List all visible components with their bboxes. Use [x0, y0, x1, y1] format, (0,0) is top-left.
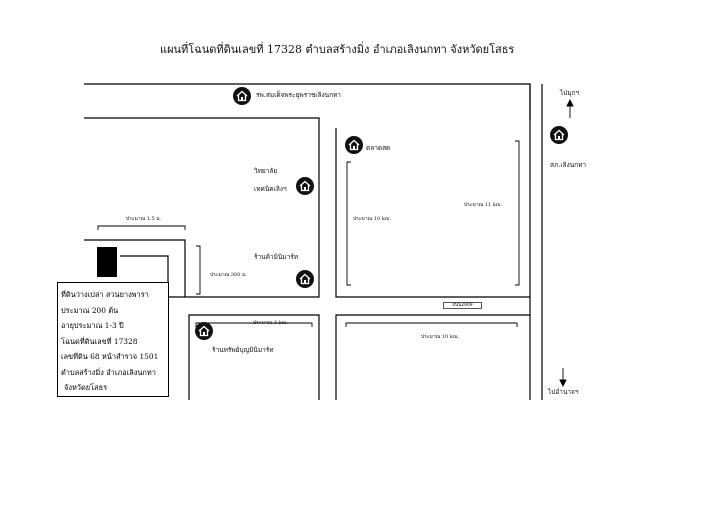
lane-to-plot [84, 239, 186, 297]
distance-10km-vertical: ประมาณ 10 km. [353, 216, 392, 222]
info-line: จังหวัดยโสธร [64, 383, 108, 392]
label-police-line1: สภ.เลิงนกทา [550, 161, 587, 169]
home-icon-college [296, 177, 314, 195]
block-market [335, 128, 530, 298]
arrow-down-head [559, 379, 567, 388]
dim-10km-vertical [346, 161, 351, 286]
distance-10km: ประมาณ 10 km. [421, 334, 460, 340]
info-line: ตำบลสร้างมิ่ง อำเภอเลิงนกทา [61, 367, 156, 377]
label-minimart1: ร้านค้ามินิมาร์ท [254, 253, 299, 261]
lane-to-plot-inner [120, 255, 169, 282]
label-hospital: รพ.สมเด็จพระยุพราชเลิงนกทา [256, 91, 341, 99]
label-minimart2: ร้านทรัพย์บุญมินิมาร์ท [212, 346, 274, 354]
label-to-mukdahan: ไปมุกฯ [560, 89, 580, 97]
label-market: ตลาดสด [366, 144, 391, 152]
road-number-sign: ถนน2009 [443, 302, 482, 309]
dim-11km-vertical [515, 140, 520, 286]
distance-3km: ประมาณ 3 km. [253, 320, 289, 326]
home-icon-hospital [233, 87, 251, 105]
dim-top-1-5 [97, 225, 186, 230]
info-line: โฉนดที่ดินเลขที่ 17328 [61, 336, 138, 346]
home-icon-police [550, 126, 568, 144]
info-line: ที่ดินว่างเปล่า สวนยางพารา [61, 290, 149, 299]
info-line: ประมาณ 200 ต้น [61, 305, 119, 315]
plot-info-box: ที่ดินว่างเปล่า สวนยางพารา ประมาณ 200 ต้… [57, 282, 169, 397]
road-main-top-edge [84, 83, 531, 120]
home-icon-market [345, 136, 363, 154]
label-to-yasothon: ไปอำนาจฯ [548, 388, 579, 396]
info-line: เลขที่ดิน 68 หน้าสำรวจ 1501 [61, 352, 159, 361]
home-icon-minimart2 [195, 322, 213, 340]
dim-10km-bottom [345, 322, 518, 327]
block-bottom-left [188, 314, 320, 400]
block-bottom-right [335, 314, 530, 400]
distance-11km-vertical: ประมาณ 11 km. [464, 202, 503, 208]
block-college-right-edge [84, 128, 320, 298]
info-line: อายุประมาณ 1-3 ปี [61, 321, 124, 330]
home-icon-minimart1 [296, 270, 314, 288]
dim-300 [196, 245, 201, 295]
map-title: แผนที่โฉนดที่ดินเลขที่ 17328 ตำบลสร้างมิ… [160, 43, 515, 56]
arrow-up-head [566, 98, 574, 107]
label-college-line1: วิทยาลัย [254, 167, 278, 175]
distance-300: ประมาณ 300 ม. [210, 272, 247, 278]
road-main-bottom-edge [84, 117, 320, 128]
label-college-line2: เทคนิคเลิงฯ [254, 185, 287, 193]
distance-1-5: ประมาณ 1.5 ม. [126, 216, 162, 222]
plot-marker [97, 247, 117, 277]
